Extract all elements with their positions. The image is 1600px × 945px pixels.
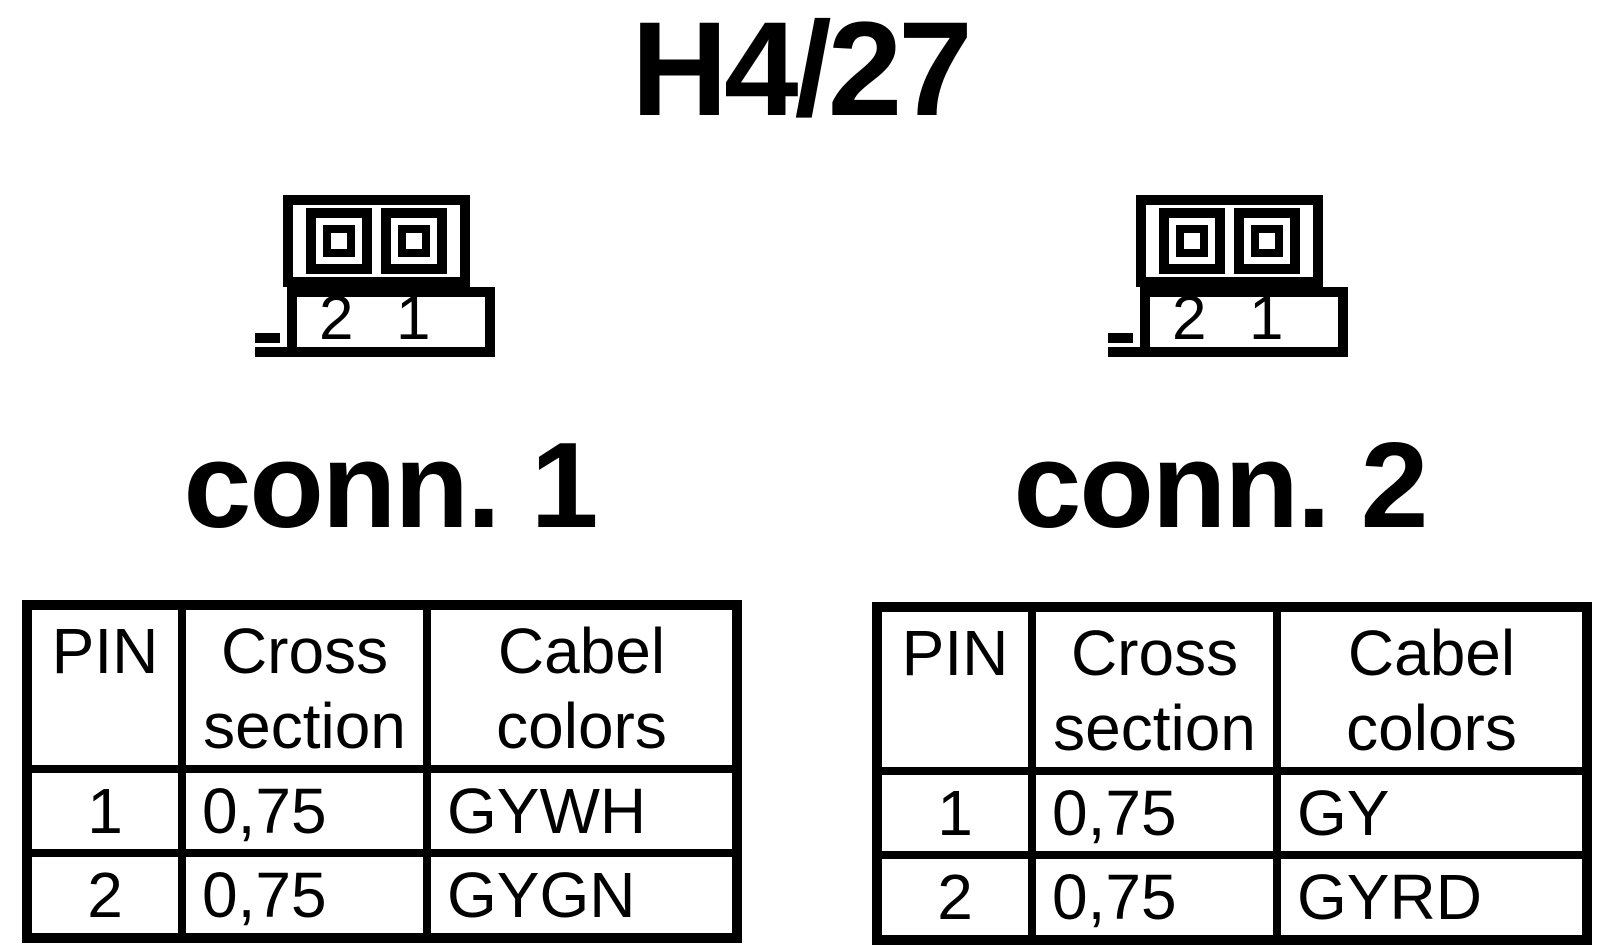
connector-housing bbox=[1136, 195, 1323, 287]
pin-cell: 1 bbox=[23, 764, 186, 857]
connector-2-pin-table: PIN Cross section Cabel colors 1 0,75 GY… bbox=[872, 602, 1592, 945]
table-header-row: PIN Cross section Cabel colors bbox=[23, 601, 741, 773]
cable-color-cell: GY bbox=[1273, 766, 1591, 859]
connector-2-two-pin-connector-icon: 2 1 bbox=[1105, 195, 1353, 361]
cable-color-cell: GYWH bbox=[423, 764, 741, 857]
column-header-pin: PIN bbox=[23, 601, 186, 773]
connector-base: 2 1 bbox=[287, 287, 495, 357]
connector-1-label: conn. 1 bbox=[183, 417, 598, 553]
pin-number-2: 2 bbox=[319, 284, 354, 353]
connector-1-two-pin-connector-icon: 2 1 bbox=[252, 195, 500, 361]
cross-section-cell: 0,75 bbox=[1028, 766, 1281, 859]
pin-number-1: 1 bbox=[1249, 284, 1284, 353]
cross-section-cell: 0,75 bbox=[178, 764, 431, 857]
table-row: 1 0,75 GY bbox=[873, 766, 1591, 859]
pin-cell: 2 bbox=[23, 848, 186, 942]
cable-color-cell: GYGN bbox=[423, 848, 741, 942]
table-row: 1 0,75 GYWH bbox=[23, 764, 741, 857]
mounting-tab-icon bbox=[255, 333, 280, 343]
pin-number-1: 1 bbox=[396, 284, 431, 353]
pin-terminal-icon bbox=[1251, 225, 1283, 257]
pin-number-2: 2 bbox=[1172, 284, 1207, 353]
pin-cavity-2-icon bbox=[306, 208, 372, 274]
pin-cell: 1 bbox=[873, 766, 1036, 859]
cross-section-cell: 0,75 bbox=[178, 848, 431, 942]
mounting-tab-icon bbox=[1108, 333, 1133, 343]
cable-color-cell: GYRD bbox=[1273, 850, 1591, 944]
connector-housing bbox=[283, 195, 470, 287]
table-row: 2 0,75 GYRD bbox=[873, 850, 1591, 944]
pin-cavity-1-icon bbox=[1234, 208, 1300, 274]
column-header-cabel-colors: Cabel colors bbox=[1273, 603, 1591, 775]
mounting-tab-icon bbox=[1108, 347, 1150, 357]
cross-section-cell: 0,75 bbox=[1028, 850, 1281, 944]
connector-1-pin-table: PIN Cross section Cabel colors 1 0,75 GY… bbox=[22, 600, 742, 943]
pin-cell: 2 bbox=[873, 850, 1036, 944]
pin-cavity-1-icon bbox=[381, 208, 447, 274]
column-header-cross-section: Cross section bbox=[1028, 603, 1281, 775]
connector-base: 2 1 bbox=[1140, 287, 1348, 357]
connector-2-label: conn. 2 bbox=[1013, 417, 1428, 553]
column-header-pin: PIN bbox=[873, 603, 1036, 775]
pin-terminal-icon bbox=[398, 225, 430, 257]
column-header-cross-section: Cross section bbox=[178, 601, 431, 773]
column-header-cabel-colors: Cabel colors bbox=[423, 601, 741, 773]
pin-terminal-icon bbox=[1176, 225, 1208, 257]
table-row: 2 0,75 GYGN bbox=[23, 848, 741, 942]
table-header-row: PIN Cross section Cabel colors bbox=[873, 603, 1591, 775]
pin-terminal-icon bbox=[323, 225, 355, 257]
page-title: H4/27 bbox=[631, 0, 973, 144]
mounting-tab-icon bbox=[255, 347, 297, 357]
pin-cavity-2-icon bbox=[1159, 208, 1225, 274]
